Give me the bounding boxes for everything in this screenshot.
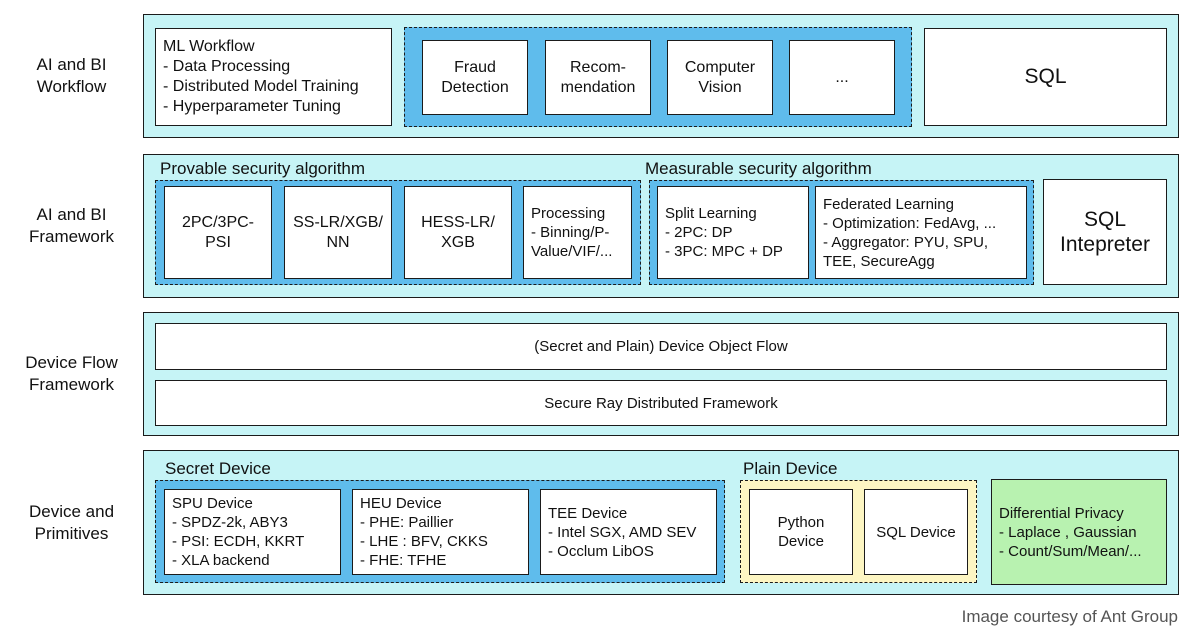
app-line: Vision: [698, 78, 742, 96]
algo-line: 2PC/3PC-: [181, 213, 255, 231]
secure-ray-box: Secure Ray Distributed Framework: [155, 380, 1167, 426]
row-label-device-flow: Device Flow Framework: [0, 312, 143, 436]
image-credit: Image courtesy of Ant Group: [961, 607, 1178, 626]
device-line: - FHE: TFHE: [360, 552, 447, 569]
device-line: SQL Device: [876, 523, 956, 541]
app-line: mendation: [560, 78, 636, 96]
device-line: - Count/Sum/Mean/...: [999, 542, 1142, 560]
differential-privacy-box: Differential Privacy - Laplace , Gaussia…: [991, 479, 1167, 585]
sql-interpreter-line: Intepreter: [1060, 233, 1150, 256]
heu-device-box: HEU Device - PHE: Paillier - LHE : BFV, …: [352, 489, 529, 575]
secure-ray-label: Secure Ray Distributed Framework: [544, 394, 778, 412]
split-learning-box: Split Learning - 2PC: DP - 3PC: MPC + DP: [657, 186, 809, 279]
device-line: SPU Device: [172, 495, 253, 512]
algo-line: Processing: [531, 205, 606, 222]
spu-device-box: SPU Device - SPDZ-2k, ABY3 - PSI: ECDH, …: [164, 489, 341, 575]
psi-box: 2PC/3PC- PSI: [164, 186, 272, 279]
row-label-line: Primitives: [34, 523, 109, 543]
sql-device-box: SQL Device: [864, 489, 968, 575]
sql-box: SQL: [924, 28, 1167, 126]
algo-line: - 3PC: MPC + DP: [665, 243, 783, 260]
device-object-flow-box: (Secret and Plain) Device Object Flow: [155, 323, 1167, 370]
row-label-line: AI and BI: [36, 205, 107, 224]
hess-lr-box: HESS-LR/ XGB: [404, 186, 512, 279]
row-label-line: Device Flow: [25, 353, 118, 372]
algo-line: SS-LR/XGB/: [293, 213, 383, 231]
device-line: - XLA backend: [172, 552, 270, 569]
tee-device-box: TEE Device - Intel SGX, AMD SEV - Occlum…: [540, 489, 717, 575]
algo-line: HESS-LR/: [421, 213, 495, 231]
device-line: - SPDZ-2k, ABY3: [172, 514, 288, 531]
row-label-line: Device and: [28, 501, 115, 521]
python-device-box: Python Device: [749, 489, 853, 575]
algo-line: - Aggregator: PYU, SPU,: [823, 233, 989, 251]
secret-device-title: Secret Device: [165, 459, 271, 478]
device-line: - PHE: Paillier: [360, 514, 454, 531]
algo-line: PSI: [205, 233, 231, 251]
computer-vision-box: Computer Vision: [667, 40, 773, 115]
algo-line: XGB: [441, 233, 475, 251]
device-line: Python: [777, 514, 825, 531]
row-label-framework: AI and BI Framework: [0, 154, 143, 298]
provable-security-title: Provable security algorithm: [160, 159, 366, 178]
device-object-flow-label: (Secret and Plain) Device Object Flow: [534, 338, 788, 355]
federated-learning-box: Federated Learning - Optimization: FedAv…: [815, 186, 1027, 279]
sql-interpreter-box: SQL Intepreter: [1043, 179, 1167, 285]
algo-line: TEE, SecureAgg: [823, 252, 935, 270]
sql-interpreter-line: SQL: [1083, 208, 1127, 231]
plain-device-title: Plain Device: [743, 459, 838, 478]
algo-line: - Optimization: FedAvg, ...: [823, 214, 997, 232]
row-label-line: AI and BI: [36, 55, 107, 74]
device-line: TEE Device: [548, 504, 628, 522]
device-line: - PSI: ECDH, KKRT: [172, 533, 305, 550]
ml-workflow-title: ML Workflow: [163, 38, 255, 55]
ml-workflow-item: - Hyperparameter Tuning: [163, 98, 341, 115]
ml-workflow-item: - Data Processing: [163, 58, 291, 75]
row-label-line: Framework: [28, 375, 114, 394]
ml-workflow-item: - Distributed Model Training: [163, 78, 359, 95]
algo-line: - 2PC: DP: [665, 224, 733, 241]
device-line: HEU Device: [360, 495, 442, 512]
device-line: Device: [778, 533, 824, 550]
device-line: Differential Privacy: [999, 504, 1124, 522]
app-line: Detection: [441, 78, 509, 96]
app-line: ...: [835, 68, 849, 86]
app-line: Fraud: [454, 58, 496, 76]
measurable-security-title: Measurable security algorithm: [645, 159, 872, 178]
app-line: Computer: [684, 58, 756, 76]
algo-line: NN: [326, 233, 350, 251]
algo-line: Split Learning: [665, 205, 757, 222]
ss-lr-box: SS-LR/XGB/ NN: [284, 186, 392, 279]
recommendation-box: Recom- mendation: [545, 40, 651, 115]
algo-line: Federated Learning: [823, 195, 954, 213]
row-label-primitives: Device and Primitives: [0, 450, 143, 595]
ml-workflow-box: ML Workflow - Data Processing - Distribu…: [155, 28, 392, 126]
fraud-detection-box: Fraud Detection: [422, 40, 528, 115]
algo-line: Value/VIF/...: [531, 243, 613, 260]
algo-line: - Binning/P-: [531, 224, 610, 241]
device-line: - Occlum LibOS: [548, 542, 654, 560]
app-line: Recom-: [569, 58, 626, 76]
sql-label: SQL: [1024, 65, 1067, 88]
device-line: - Laplace , Gaussian: [999, 523, 1137, 541]
more-apps-box: ...: [789, 40, 895, 115]
device-line: - Intel SGX, AMD SEV: [548, 523, 697, 541]
row-label-line: Workflow: [36, 77, 107, 96]
processing-box: Processing - Binning/P- Value/VIF/...: [523, 186, 632, 279]
row-label-line: Framework: [28, 227, 114, 246]
row-label-workflow: AI and BI Workflow: [0, 14, 143, 138]
device-line: - LHE : BFV, CKKS: [360, 533, 488, 550]
